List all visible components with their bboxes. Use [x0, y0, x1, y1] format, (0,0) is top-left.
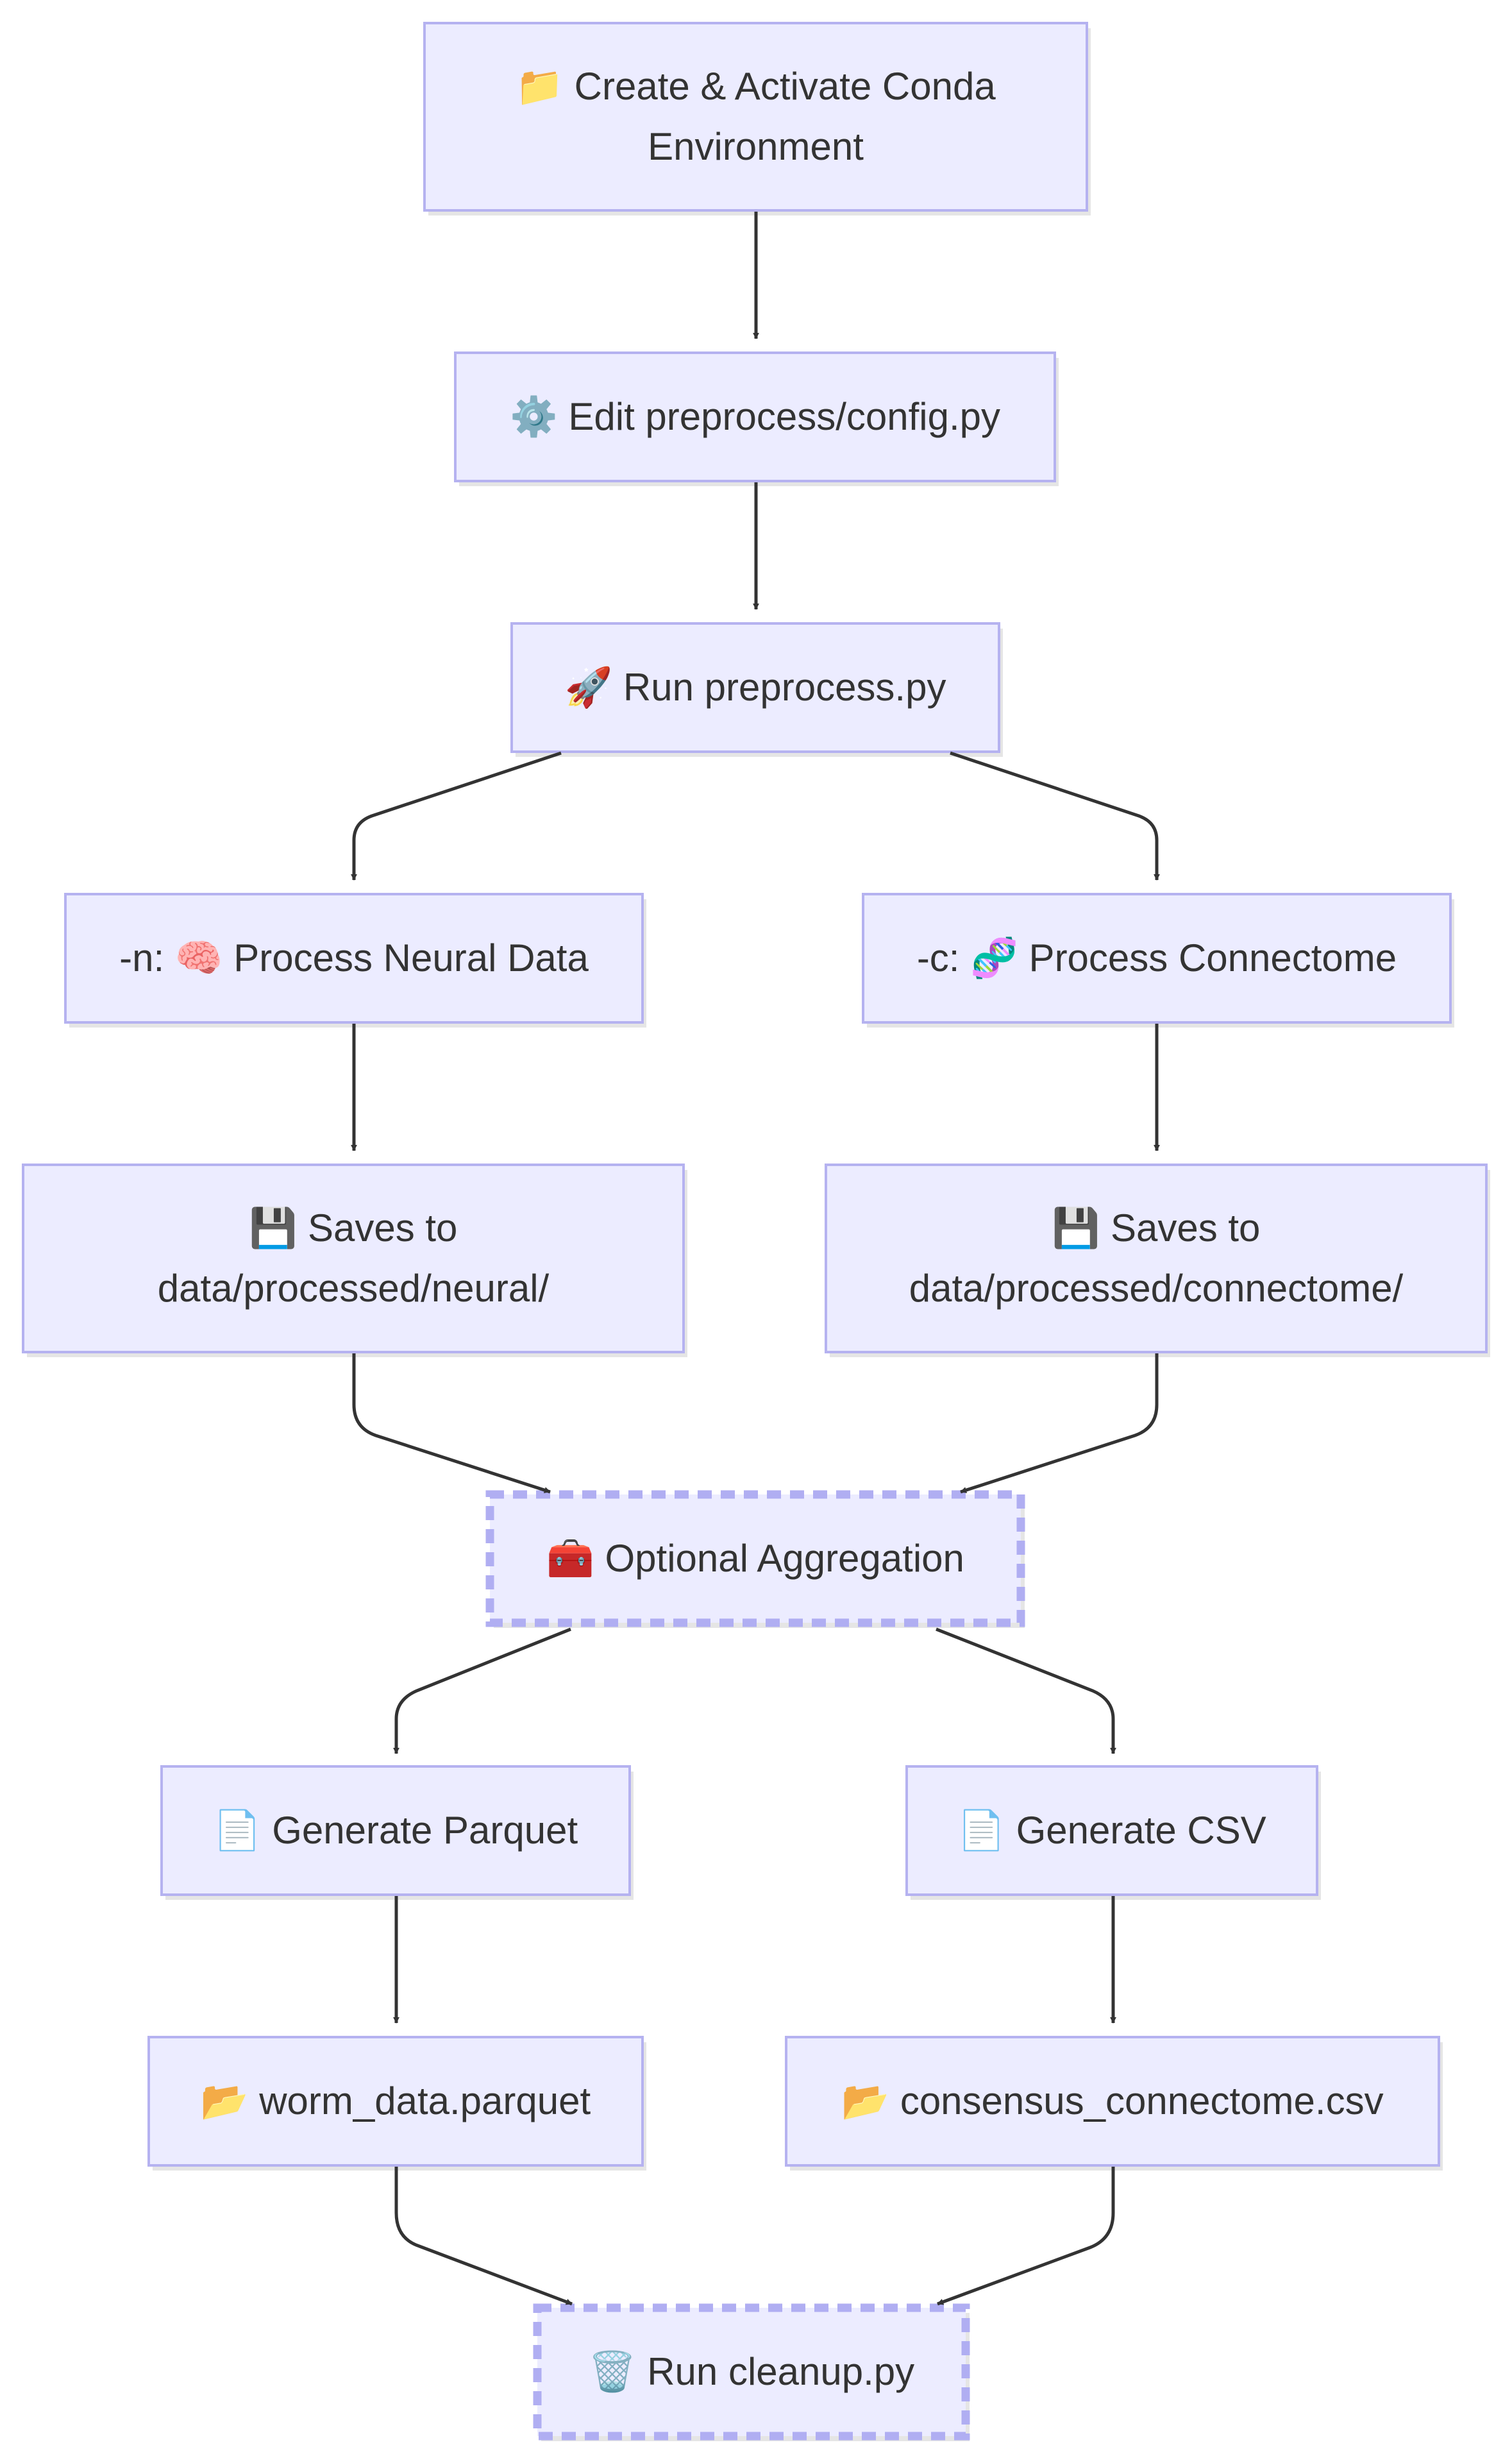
open-folder-icon: 📂: [841, 2079, 890, 2124]
process-connectome-flag: -c:: [916, 936, 960, 979]
process-neural-text: Process Neural Data: [233, 936, 589, 979]
edit-config-text: Edit preprocess/config.py: [568, 395, 1001, 438]
saves-neural-line1: Saves to: [307, 1206, 458, 1249]
label-process-connectome: -c: 🧬 Process Connectome: [863, 894, 1450, 1022]
generate-parquet-text: Generate Parquet: [272, 1809, 578, 1852]
rocket-icon: 🚀: [564, 665, 613, 710]
create-env-line2: Environment: [648, 125, 864, 168]
label-create-env: 📁 Create & Activate Conda Environment: [424, 23, 1087, 210]
create-env-line1: Create & Activate Conda: [574, 65, 996, 108]
node-generate-parquet: [160, 1765, 631, 1896]
open-folder-icon: 📂: [200, 2079, 249, 2124]
optional-aggregation-text: Optional Aggregation: [605, 1537, 964, 1580]
node-saves-neural: [22, 1164, 685, 1353]
node-consensus-connectome: [785, 2036, 1440, 2167]
label-generate-csv: 📄 Generate CSV: [907, 1766, 1317, 1895]
node-run-preprocess: [510, 622, 1000, 753]
process-connectome-text: Process Connectome: [1029, 936, 1397, 979]
node-process-neural: [64, 893, 644, 1024]
edge-consensus-to-cleanup: [937, 2167, 1115, 2306]
toolbox-icon: 🧰: [546, 1536, 594, 1581]
worm-data-text: worm_data.parquet: [259, 2079, 591, 2122]
label-saves-neural: 💾 Saves to data/processed/neural/: [23, 1165, 684, 1352]
label-optional-aggregation: 🧰 Optional Aggregation: [490, 1494, 1021, 1623]
gear-icon: ⚙️: [509, 394, 558, 439]
node-generate-csv: [905, 1765, 1318, 1896]
edge-aggregation-to-csv: [936, 1627, 1116, 1754]
node-process-connectome: [862, 893, 1452, 1024]
node-edit-config: [454, 351, 1056, 482]
generate-csv-text: Generate CSV: [1016, 1809, 1266, 1852]
node-run-cleanup: [533, 2303, 970, 2441]
edge-preprocess-to-neural: [351, 751, 562, 881]
edge-worm-to-cleanup: [394, 2167, 573, 2306]
label-edit-config: ⚙️ Edit preprocess/config.py: [455, 353, 1055, 481]
saves-neural-line2: data/processed/neural/: [157, 1267, 550, 1310]
label-worm-data: 📂 worm_data.parquet: [149, 2037, 643, 2165]
edge-aggregation-to-parquet: [393, 1627, 571, 1754]
saves-connectome-line1: Saves to: [1110, 1206, 1261, 1249]
label-saves-connectome: 💾 Saves to data/processed/connectome/: [826, 1165, 1486, 1352]
floppy-disk-icon: 💾: [1052, 1206, 1100, 1251]
floppy-disk-icon: 💾: [249, 1206, 298, 1251]
edge-preprocess-to-connectome: [950, 751, 1160, 881]
label-run-cleanup: 🗑️ Run cleanup.py: [537, 2308, 966, 2436]
label-generate-parquet: 📄 Generate Parquet: [162, 1766, 630, 1895]
edge-saves-neural-to-aggregation: [352, 1353, 551, 1494]
process-neural-flag: -n:: [119, 936, 165, 979]
run-preprocess-text: Run preprocess.py: [623, 666, 946, 709]
trash-icon: 🗑️: [588, 2349, 637, 2394]
folder-icon: 📁: [516, 64, 564, 109]
node-saves-connectome: [825, 1164, 1488, 1353]
node-create-env: [423, 22, 1088, 212]
edge-saves-connectome-to-aggregation: [960, 1353, 1159, 1494]
consensus-connectome-text: consensus_connectome.csv: [900, 2079, 1384, 2122]
label-consensus-connectome: 📂 consensus_connectome.csv: [786, 2037, 1439, 2165]
saves-connectome-line2: data/processed/connectome/: [909, 1267, 1404, 1310]
node-optional-aggregation: [485, 1490, 1025, 1627]
document-icon: 📄: [213, 1808, 262, 1853]
label-run-preprocess: 🚀 Run preprocess.py: [512, 623, 999, 752]
brain-icon: 🧠: [174, 936, 223, 981]
node-worm-data: [147, 2036, 644, 2167]
run-cleanup-text: Run cleanup.py: [647, 2350, 915, 2393]
dna-icon: 🧬: [970, 936, 1018, 981]
document-icon: 📄: [957, 1808, 1005, 1853]
label-process-neural: -n: 🧠 Process Neural Data: [65, 894, 643, 1022]
